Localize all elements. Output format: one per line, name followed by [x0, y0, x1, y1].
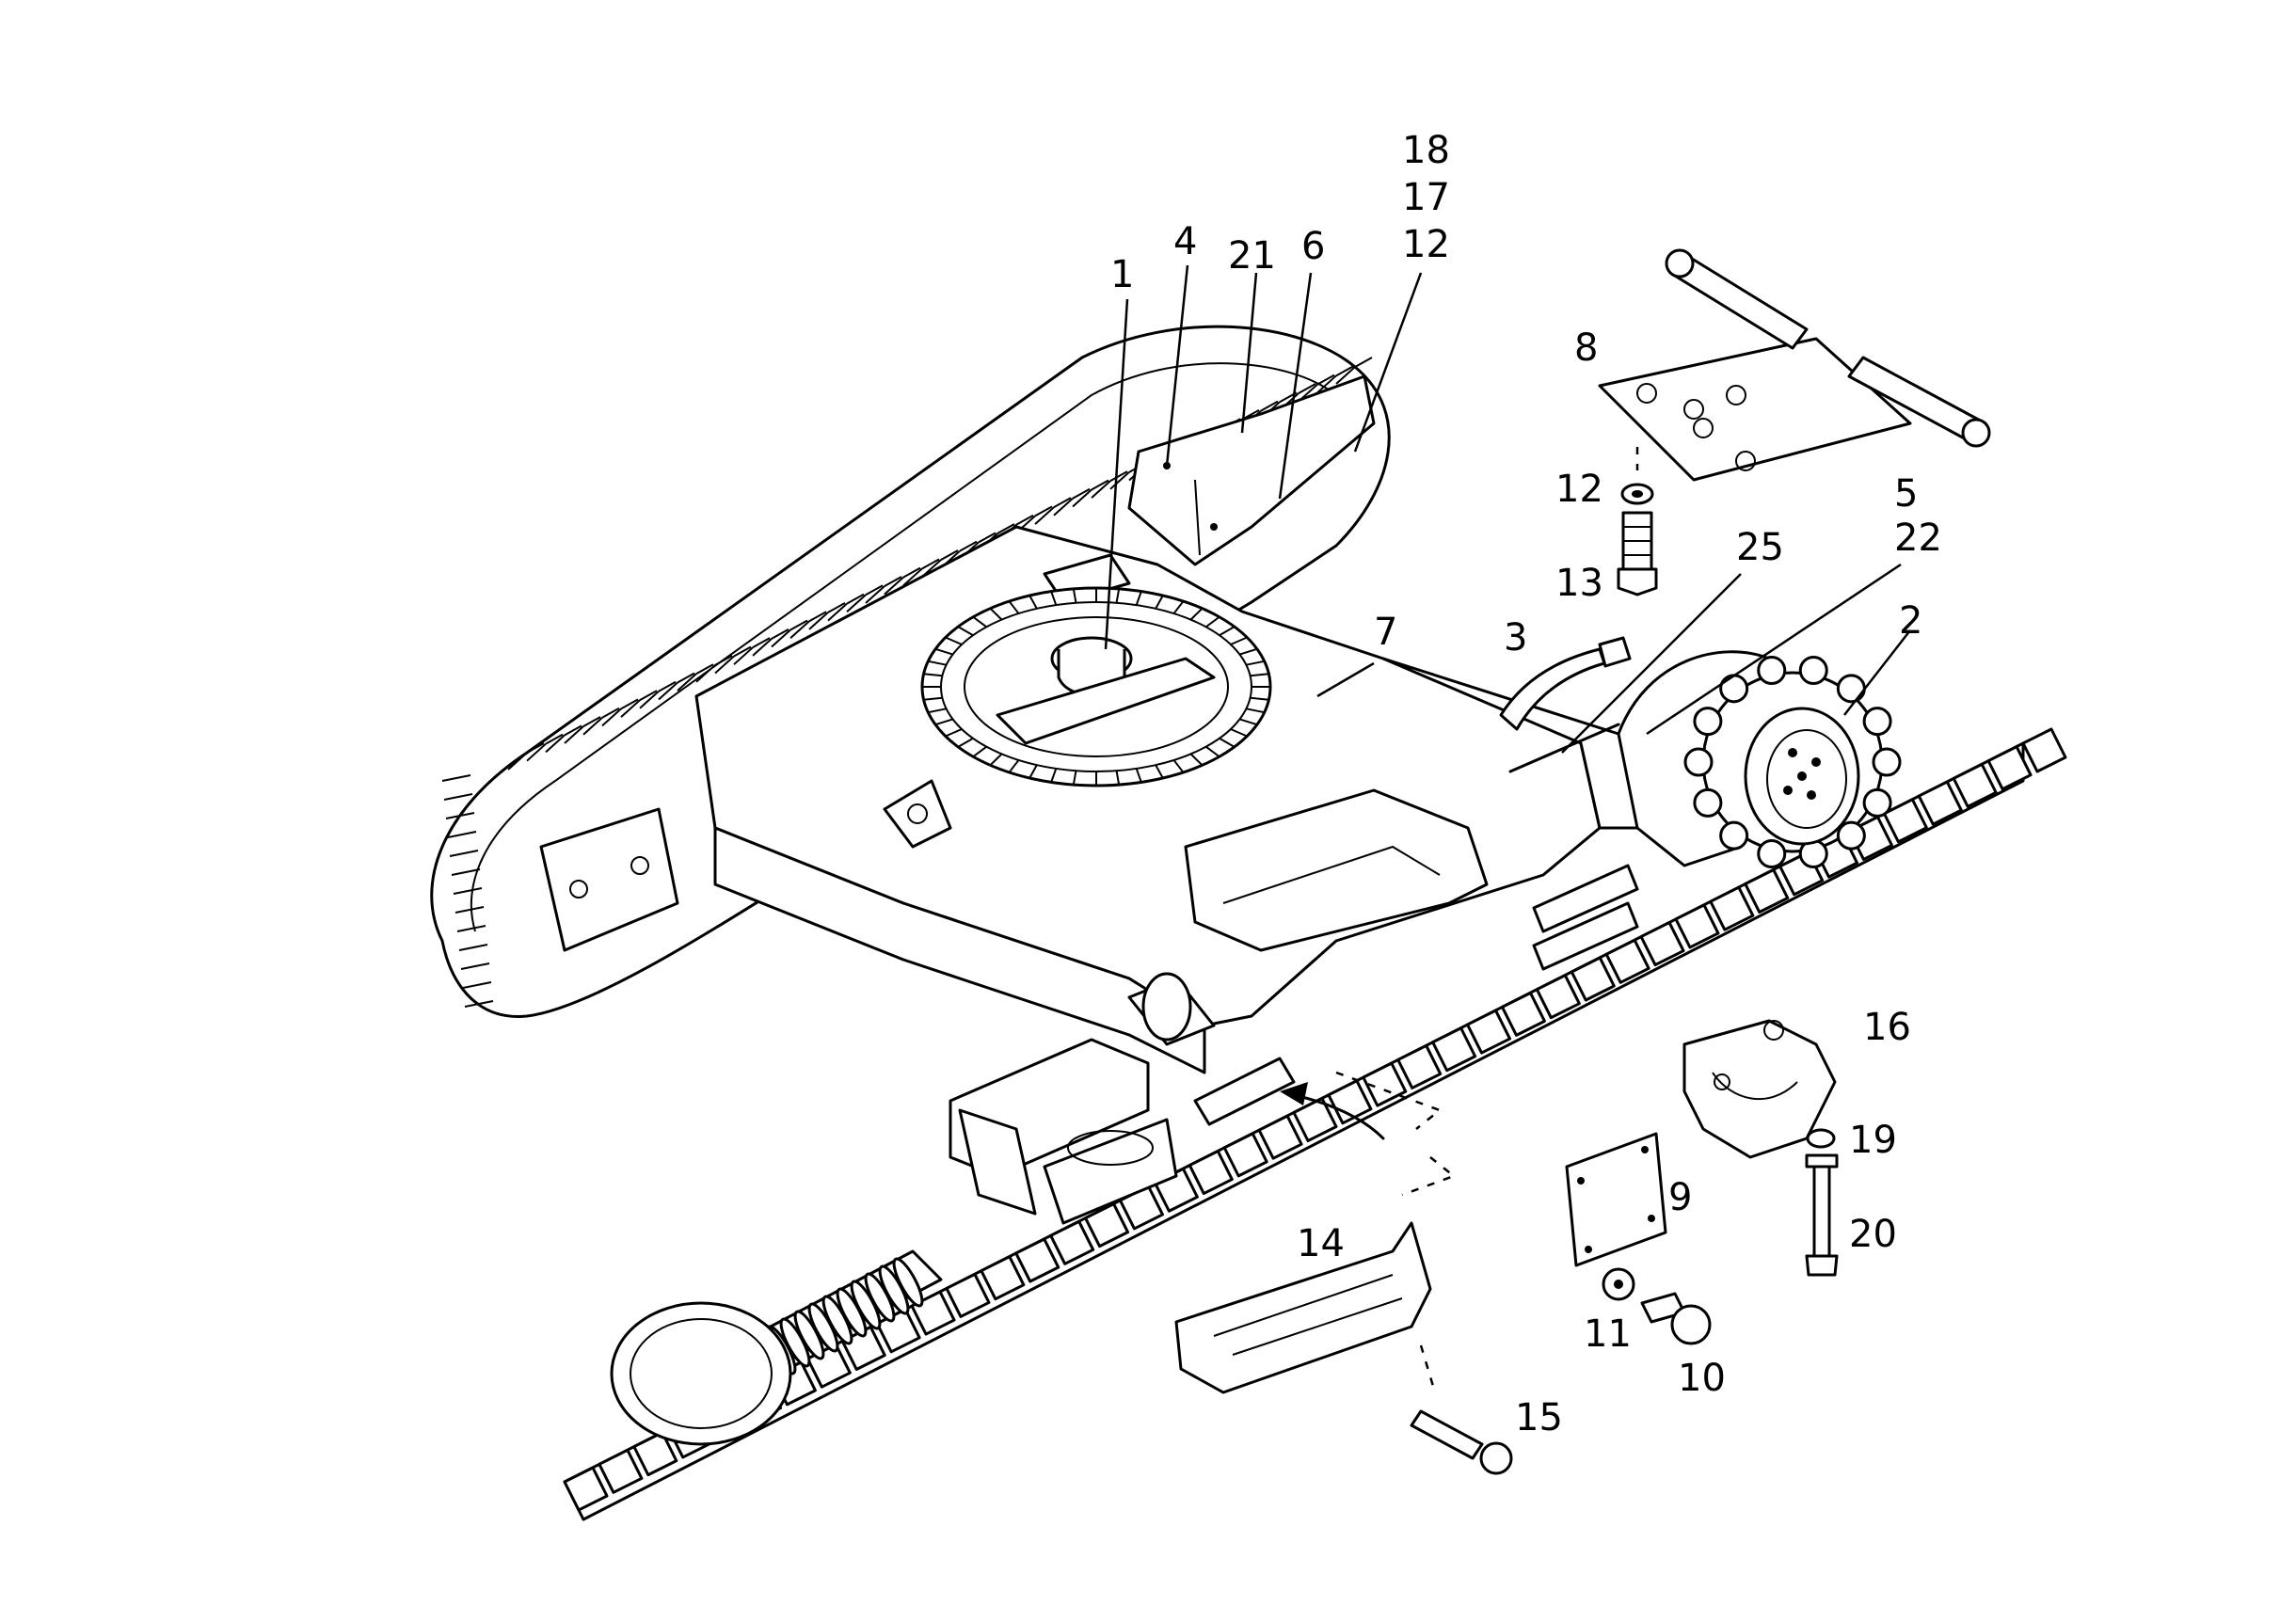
callout-11: 11: [1584, 1312, 1632, 1356]
swing-bearing: [920, 586, 1272, 787]
callout-19: 19: [1849, 1119, 1897, 1162]
parts-19-20-pin: [1805, 1128, 1839, 1277]
track-shoe-pads: [1193, 864, 1639, 1126]
part-14-guard: [1174, 1221, 1432, 1394]
front-track-belt: [563, 727, 2067, 1521]
callout-10: 10: [1678, 1357, 1726, 1400]
alignment-lines: [1335, 1071, 1457, 1393]
callout-2: 2: [1899, 599, 1923, 643]
parts-10-11-bolt-washer: [1602, 1267, 1712, 1345]
callout-25: 25: [1736, 526, 1784, 569]
callout-7: 7: [1374, 611, 1398, 654]
part-15-bolt: [1410, 1409, 1513, 1475]
callout-6: 6: [1301, 225, 1326, 268]
callout-15: 15: [1515, 1396, 1563, 1439]
callout-1: 1: [1110, 253, 1135, 296]
callout-16: 16: [1863, 1006, 1911, 1049]
part-8-cover-plate: [1598, 248, 1991, 482]
callout-17: 17: [1402, 176, 1450, 219]
callout-12-bolt: 12: [1555, 468, 1603, 511]
hydraulic-pipe: [1499, 636, 1632, 773]
callout-22: 22: [1894, 517, 1942, 560]
part-16-bracket: [1682, 1019, 1837, 1159]
part-9-plate: [1565, 1132, 1667, 1267]
callout-13: 13: [1555, 562, 1603, 605]
callout-21: 21: [1228, 234, 1276, 278]
callout-20: 20: [1849, 1213, 1897, 1256]
callout-4: 4: [1173, 220, 1198, 263]
callout-18: 18: [1402, 129, 1450, 172]
callout-5: 5: [1894, 472, 1919, 516]
callout-14: 14: [1297, 1222, 1345, 1265]
callout-8: 8: [1574, 326, 1599, 370]
sprocket-final-drive: [1617, 650, 1902, 868]
callout-12-top: 12: [1402, 223, 1450, 266]
front-idler-assembly: [610, 972, 1385, 1446]
callout-9: 9: [1668, 1176, 1693, 1219]
leader-lines: [1104, 264, 1911, 754]
parts-12-13-washer-bolt: [1617, 483, 1658, 596]
callout-3: 3: [1504, 616, 1528, 660]
